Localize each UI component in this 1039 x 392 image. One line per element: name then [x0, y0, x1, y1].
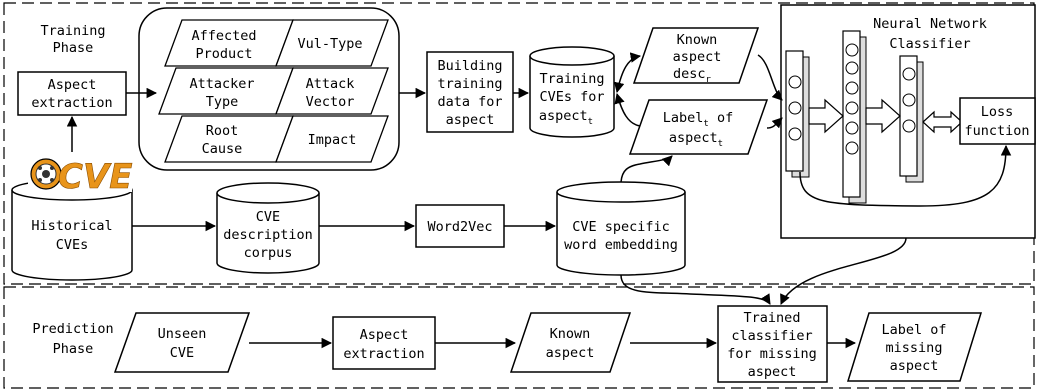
- arrow-nn-to-trained: [780, 237, 907, 305]
- training-cves-cylinder: Training CVEs for aspectt: [529, 46, 615, 138]
- svg-text:Label of: Label of: [881, 322, 946, 338]
- arrow-nn-to-loss: [799, 144, 1012, 207]
- known-aspect-box: Known aspect: [509, 312, 632, 373]
- svg-text:aspect: aspect: [890, 358, 939, 374]
- prediction-phase-label: Prediction Phase: [32, 321, 113, 357]
- svg-text:missing: missing: [886, 340, 943, 356]
- svg-text:for missing: for missing: [727, 346, 816, 362]
- svg-text:Impact: Impact: [308, 132, 357, 148]
- svg-text:CVE: CVE: [170, 345, 194, 361]
- svg-text:extraction: extraction: [343, 346, 424, 362]
- connectors: [66, 52, 1012, 349]
- svg-text:Attack: Attack: [306, 76, 355, 92]
- nn-block-arrow-1: [808, 98, 844, 134]
- svg-text:Labelt of: Labelt of: [663, 110, 733, 129]
- arrow-training-label: [614, 92, 641, 127]
- building-training-data-box: Building training data for aspect: [426, 51, 514, 133]
- svg-text:Phase: Phase: [53, 40, 94, 56]
- svg-text:Type: Type: [206, 94, 239, 110]
- svg-text:function: function: [964, 123, 1029, 139]
- svg-text:Loss: Loss: [981, 104, 1014, 120]
- arrow-embedding-to-label: [620, 155, 673, 183]
- svg-text:CVE: CVE: [256, 209, 280, 225]
- svg-text:data for: data for: [437, 94, 502, 110]
- svg-text:Aspect: Aspect: [48, 77, 97, 93]
- svg-text:aspect: aspect: [446, 112, 495, 128]
- label-aspect-box: Labelt of aspectt: [628, 99, 769, 155]
- unseen-cve-box: Unseen CVE: [113, 312, 251, 373]
- nn-layer-1: [785, 50, 810, 178]
- aspect-extraction-box: Aspect extraction: [17, 71, 127, 116]
- svg-text:extraction: extraction: [31, 95, 112, 111]
- nn-layer-3: [899, 55, 924, 183]
- aspect-attack-vector: Attack Vector: [275, 67, 389, 115]
- svg-text:Training: Training: [40, 23, 105, 39]
- svg-text:corpus: corpus: [244, 245, 293, 261]
- svg-text:Trained: Trained: [744, 310, 801, 326]
- svg-text:Cause: Cause: [202, 141, 243, 157]
- svg-text:CVE: CVE: [58, 157, 133, 197]
- svg-text:Vul-Type: Vul-Type: [297, 36, 362, 52]
- nn-layer-2: [842, 30, 867, 204]
- svg-text:Historical: Historical: [31, 218, 112, 234]
- arrow-known-desc-to-nn: [757, 54, 783, 101]
- svg-text:word embedding: word embedding: [564, 237, 678, 253]
- svg-text:Word2Vec: Word2Vec: [427, 219, 492, 235]
- svg-text:Classifier: Classifier: [889, 36, 970, 52]
- svg-text:Known: Known: [677, 32, 718, 48]
- svg-text:Prediction: Prediction: [32, 321, 113, 337]
- svg-text:Unseen: Unseen: [158, 326, 207, 342]
- svg-text:training: training: [437, 76, 502, 92]
- svg-text:descr: descr: [673, 66, 712, 85]
- svg-text:description: description: [223, 227, 312, 243]
- svg-text:aspectt: aspectt: [669, 130, 723, 149]
- aspect-vul-type: Vul-Type: [275, 19, 389, 67]
- cve-description-corpus-cylinder: CVE description corpus: [216, 182, 320, 274]
- word2vec-box: Word2Vec: [415, 204, 505, 248]
- label-missing-aspect-box: Label of missing aspect: [846, 312, 983, 382]
- svg-text:CVEs: CVEs: [56, 237, 89, 253]
- svg-text:Vector: Vector: [306, 94, 355, 110]
- svg-text:Aspect: Aspect: [360, 327, 409, 343]
- aspect-root-cause: Root Cause: [164, 115, 294, 163]
- svg-text:Training: Training: [539, 71, 604, 87]
- aspect-affected-product: Affected Product: [164, 19, 294, 67]
- svg-text:aspectt: aspectt: [539, 108, 593, 127]
- svg-text:Phase: Phase: [53, 341, 94, 357]
- svg-text:Product: Product: [196, 46, 253, 62]
- svg-text:Affected: Affected: [191, 28, 256, 44]
- svg-text:Neural Network: Neural Network: [873, 16, 987, 32]
- cve-logo: CVE: [28, 152, 133, 197]
- arrow-embedding-to-trained: [620, 274, 771, 305]
- nn-block-arrow-2: [865, 98, 901, 134]
- svg-text:CVEs for: CVEs for: [539, 89, 604, 105]
- training-phase-label: Training Phase: [40, 23, 105, 56]
- svg-text:classifier: classifier: [731, 328, 812, 344]
- svg-text:aspect: aspect: [748, 364, 797, 380]
- svg-text:aspect: aspect: [673, 49, 722, 65]
- arrow-training-known-desc: [613, 52, 642, 94]
- aspect-attacker-type: Attacker Type: [158, 67, 294, 115]
- aspect-extraction-prediction-box: Aspect extraction: [332, 316, 436, 370]
- svg-text:Attacker: Attacker: [189, 76, 254, 92]
- aspect-types-group: Affected Product Vul-Type Attacker Type …: [138, 7, 400, 171]
- loss-function-box: Loss function: [959, 97, 1036, 145]
- svg-text:Root: Root: [206, 123, 239, 139]
- aspect-impact: Impact: [275, 115, 389, 163]
- svg-text:Known: Known: [550, 326, 591, 342]
- word-embedding-cylinder: CVE specific word embedding: [556, 181, 686, 276]
- svg-text:aspect: aspect: [546, 345, 595, 361]
- prediction-phase-frame: [3, 286, 1035, 389]
- svg-text:CVE specific: CVE specific: [572, 219, 670, 235]
- svg-text:Building: Building: [437, 58, 502, 74]
- arrow-label-to-nn: [766, 117, 783, 129]
- trained-classifier-box: Trained classifier for missing aspect: [717, 305, 828, 383]
- known-aspect-desc-box: Known aspect descr: [632, 27, 760, 85]
